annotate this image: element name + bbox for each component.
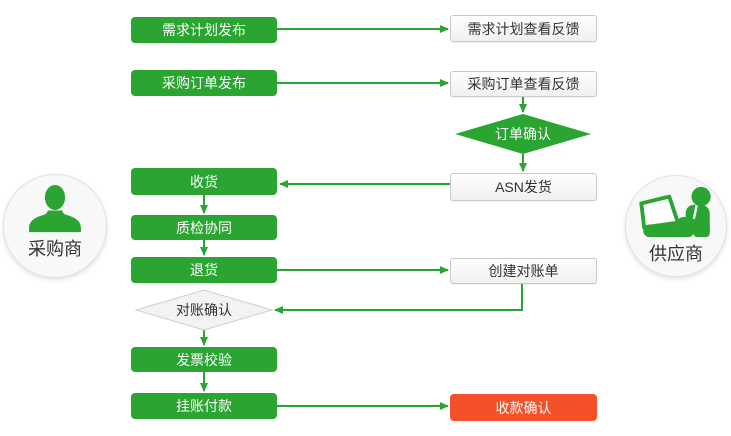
buyer-actor: 采购商 [3,174,107,278]
arrow-statement-to-confirm [274,284,523,314]
node-po-feedback: 采购订单查看反馈 [450,71,597,97]
person-with-laptop-icon [639,186,711,238]
node-quality-collab: 质检协同 [131,215,277,240]
node-order-confirm: 订单确认 [495,126,551,142]
node-po-publish: 采购订单发布 [131,70,277,96]
supplier-actor: 供应商 [625,175,727,277]
buyer-label: 采购商 [28,239,82,259]
node-statement-confirm: 对账确认 [176,302,232,318]
order-confirm-diamond [455,114,591,154]
node-demand-plan-publish: 需求计划发布 [131,17,277,43]
supplier-label: 供应商 [649,244,703,264]
node-receive-goods: 收货 [131,168,277,195]
statement-confirm-diamond [134,289,274,331]
person-bust-icon [29,184,81,233]
node-return-goods: 退货 [131,257,277,283]
node-receipt-confirm: 收款确认 [450,394,597,421]
node-invoice-verify: 发票校验 [131,347,277,372]
node-book-payment: 挂账付款 [131,393,277,419]
node-create-statement: 创建对账单 [450,258,597,284]
node-demand-plan-feedback: 需求计划查看反馈 [450,15,597,42]
node-asn-ship: ASN发货 [450,173,597,201]
